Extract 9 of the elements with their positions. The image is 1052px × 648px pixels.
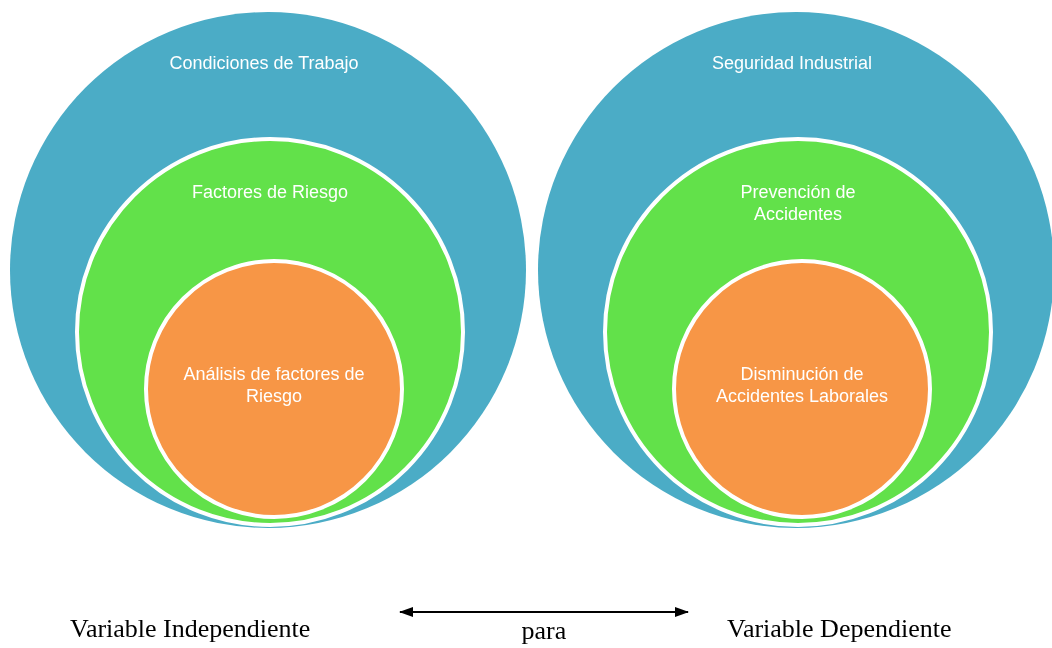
variable-label: Variable Dependiente [688,614,1028,644]
double-arrow [399,607,689,617]
circle-label: Seguridad Industrial [710,52,874,74]
circle-label: Factores de Riesgo [190,181,350,203]
circle-label: Análisis de factores de Riesgo [182,362,366,407]
circle-label: Disminución de Accidentes Laborales [714,362,890,407]
circle-label: Condiciones de Trabajo [168,52,360,74]
circle-label: Prevención de Accidentes [739,181,857,225]
variable-label: Variable Independiente [60,614,400,644]
